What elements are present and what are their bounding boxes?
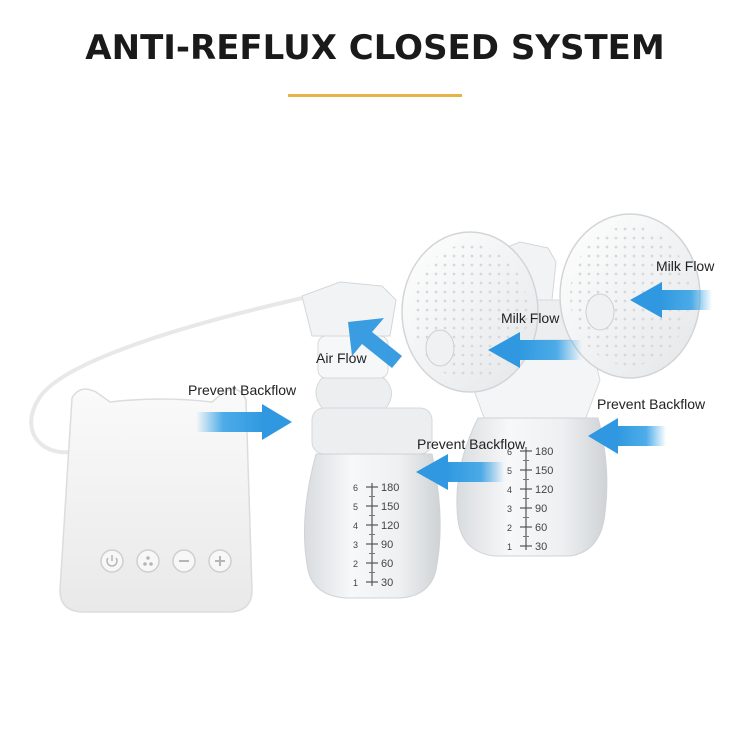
label-air-flow: Air Flow	[316, 350, 367, 366]
scale-ml-label: 150	[381, 501, 399, 513]
plus-icon	[215, 556, 225, 566]
scale-oz-label: 4	[507, 485, 512, 495]
arrow-prevent-backflow-left	[196, 404, 292, 440]
label-prevent-backflow-right: Prevent Backflow	[597, 396, 706, 412]
scale-ml-label: 90	[381, 539, 393, 551]
scale-oz-label: 3	[353, 540, 358, 550]
scale-ml-label: 120	[535, 484, 553, 496]
scale-oz-label: 5	[353, 502, 358, 512]
arrow-air-flow	[348, 318, 402, 368]
power-button[interactable]	[100, 549, 124, 573]
scale-oz-label: 6	[507, 447, 512, 457]
page-title: ANTI-REFLUX CLOSED SYSTEM	[85, 28, 665, 68]
scale-oz-label: 4	[353, 521, 358, 531]
scale-ml-label: 30	[535, 541, 547, 553]
scale-ml-label: 180	[381, 482, 399, 494]
scale-ml-label: 150	[535, 465, 553, 477]
arrow-milk-flow-center	[488, 332, 582, 368]
scale-ml-label: 120	[381, 520, 399, 532]
scale-oz-label: 2	[507, 523, 512, 533]
power-icon	[106, 555, 118, 567]
label-prevent-backflow-center: Prevent Backflow	[417, 436, 526, 452]
plus-button[interactable]	[208, 549, 232, 573]
scale-ml-label: 180	[535, 446, 553, 458]
title-divider	[288, 94, 462, 97]
scale-oz-label: 5	[507, 466, 512, 476]
scale-ml-label: 90	[535, 503, 547, 515]
left-bottle-scale: 180 6 150 5 120 4 90 3 60 2 30 1	[353, 482, 399, 589]
right-flange	[559, 213, 701, 379]
scale-oz-label: 6	[353, 483, 358, 493]
scale-ml-label: 60	[381, 558, 393, 570]
scale-oz-label: 1	[507, 542, 512, 552]
arrow-prevent-backflow-right	[588, 418, 666, 454]
mode-icon	[143, 556, 153, 566]
scale-oz-label: 2	[353, 559, 358, 569]
arrow-milk-flow-right	[630, 282, 712, 318]
right-bottle-scale: 180 6 150 5 120 4 90 3 60 2 30 1	[507, 446, 553, 553]
minus-button[interactable]	[172, 549, 196, 573]
scale-ml-label: 60	[535, 522, 547, 534]
label-prevent-backflow-left: Prevent Backflow	[188, 382, 297, 398]
scale-oz-label: 1	[353, 578, 358, 588]
scale-ml-label: 30	[381, 577, 393, 589]
arrow-prevent-backflow-center	[416, 454, 504, 490]
label-milk-flow-right: Milk Flow	[656, 258, 715, 274]
scale-oz-label: 3	[507, 504, 512, 514]
air-tube	[29, 290, 331, 455]
mode-button[interactable]	[136, 549, 160, 573]
label-milk-flow-center: Milk Flow	[501, 310, 560, 326]
